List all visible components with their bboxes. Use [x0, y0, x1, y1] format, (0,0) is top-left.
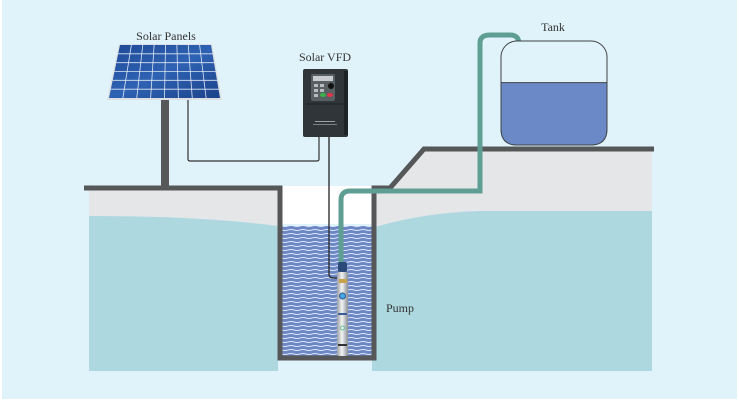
- water-pipe: [338, 32, 522, 262]
- solar-panel: [107, 44, 222, 100]
- pump-cable: [328, 137, 342, 279]
- ground-line-left: [84, 146, 654, 361]
- groundwater-left: [89, 216, 278, 371]
- groundwater-right: [372, 211, 652, 371]
- water-tank: [500, 40, 608, 146]
- solar-vfd: [303, 69, 348, 137]
- submersible-pump: [337, 262, 348, 356]
- label-pump: Pump: [386, 301, 414, 315]
- label-solar-panels: Solar Panels: [136, 29, 196, 43]
- panel-cable: [187, 100, 320, 162]
- well-water: [282, 226, 372, 356]
- panel-post: [161, 95, 169, 188]
- tank-water: [500, 82, 608, 146]
- label-solar-vfd: Solar VFD: [299, 50, 351, 64]
- label-tank: Tank: [541, 20, 565, 34]
